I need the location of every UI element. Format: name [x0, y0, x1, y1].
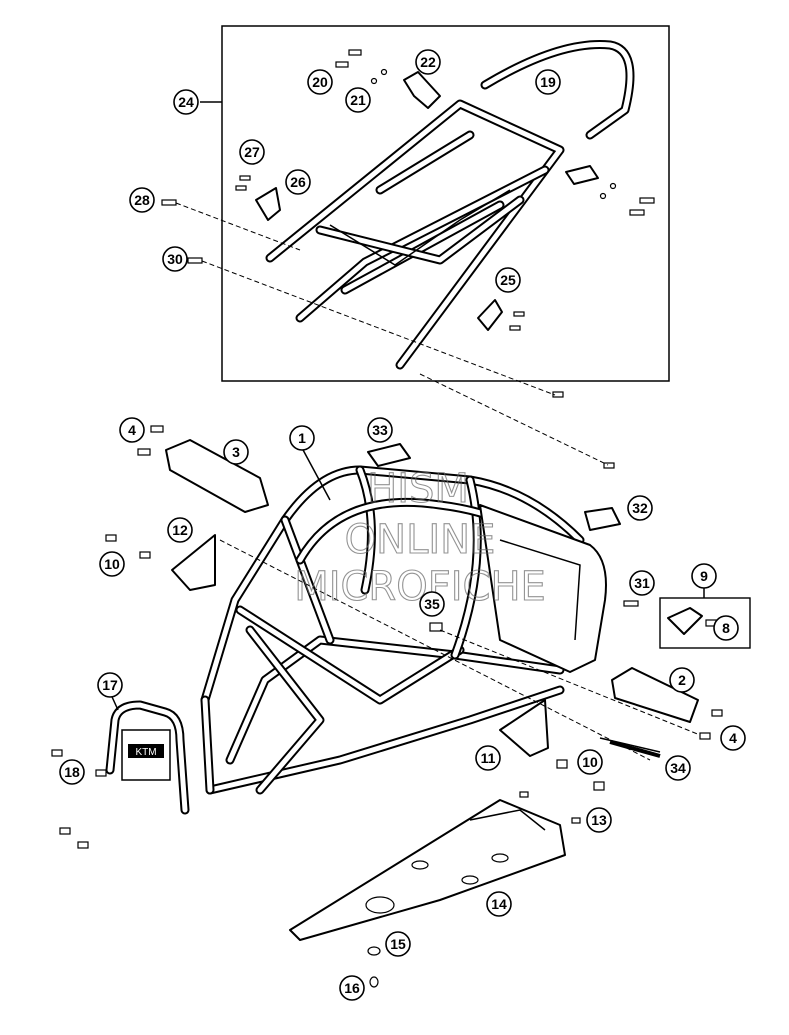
grab-handle [480, 40, 635, 140]
svg-text:17: 17 [102, 677, 118, 693]
callout-21: 21 [345, 87, 371, 113]
callout-35: 35 [419, 591, 445, 617]
watermark-line2: ONLINE [345, 517, 496, 563]
svg-text:22: 22 [420, 54, 436, 70]
bracket-22 [403, 71, 441, 109]
svg-text:9: 9 [700, 568, 708, 584]
callout-26: 26 [285, 169, 311, 195]
subframe-assembly-box [221, 25, 670, 382]
svg-text:20: 20 [312, 74, 328, 90]
callout-12: 12 [167, 517, 193, 543]
cover-33 [367, 443, 411, 467]
callout-30: 30 [162, 246, 188, 272]
callout-31: 31 [629, 570, 655, 596]
bracket-12 [171, 534, 216, 591]
latch-9 [667, 607, 703, 635]
svg-text:14: 14 [491, 896, 507, 912]
callout-10b: 10 [577, 749, 603, 775]
callout-25: 25 [495, 267, 521, 293]
callout-1: 1 [289, 425, 315, 451]
svg-text:8: 8 [722, 620, 730, 636]
svg-text:26: 26 [290, 174, 306, 190]
part-9-box [659, 597, 751, 649]
svg-text:34: 34 [670, 760, 686, 776]
watermark: HISM ONLINE MICROFICHE [294, 465, 547, 610]
callout-18: 18 [59, 759, 85, 785]
subframe-bolts [161, 49, 655, 469]
svg-text:10: 10 [104, 556, 120, 572]
callout-11: 11 [475, 745, 501, 771]
footrest-left [165, 439, 269, 513]
svg-text:10: 10 [582, 754, 598, 770]
callout-17: 17 [97, 672, 123, 698]
svg-text:16: 16 [344, 980, 360, 996]
svg-text:4: 4 [128, 422, 136, 438]
front-bumper: KTM [105, 700, 190, 815]
callout-32: 32 [627, 495, 653, 521]
svg-text:32: 32 [632, 500, 648, 516]
callout-22: 22 [415, 49, 441, 75]
svg-text:31: 31 [634, 575, 650, 591]
callout-16: 16 [339, 975, 365, 1001]
callout-2: 2 [669, 667, 695, 693]
callout-13: 13 [586, 807, 612, 833]
callout-24: 24 [173, 89, 199, 115]
svg-text:27: 27 [244, 144, 260, 160]
svg-text:4: 4 [729, 730, 737, 746]
svg-text:19: 19 [540, 74, 556, 90]
cover-32 [584, 507, 621, 531]
callout-27: 27 [239, 139, 265, 165]
callout-15: 15 [385, 931, 411, 957]
skid-plate [289, 799, 566, 941]
callout-9: 9 [691, 563, 717, 589]
footrest-right [611, 667, 699, 723]
svg-text:2: 2 [678, 672, 686, 688]
rear-subframe [265, 99, 565, 370]
svg-text:15: 15 [390, 936, 406, 952]
svg-text:3: 3 [232, 444, 240, 460]
callout-14: 14 [486, 891, 512, 917]
callout-33: 33 [367, 417, 393, 443]
callout-8: 8 [713, 615, 739, 641]
callout-3: 3 [223, 439, 249, 465]
svg-text:35: 35 [424, 596, 440, 612]
main-frame [200, 465, 607, 795]
grab-handle-clamp [565, 165, 599, 185]
bracket-11 [499, 699, 549, 757]
callout-4b: 4 [720, 725, 746, 751]
callout-28: 28 [129, 187, 155, 213]
callout-34: 34 [665, 755, 691, 781]
svg-text:18: 18 [64, 764, 80, 780]
callout-20: 20 [307, 69, 333, 95]
svg-text:12: 12 [172, 522, 188, 538]
callout-4: 4 [119, 417, 145, 443]
bumper-logo: KTM [135, 747, 156, 758]
svg-text:25: 25 [500, 272, 516, 288]
callout-19: 19 [535, 69, 561, 95]
svg-text:1: 1 [298, 430, 306, 446]
watermark-line1: HISM [367, 466, 469, 512]
svg-text:13: 13 [591, 812, 607, 828]
svg-text:30: 30 [167, 251, 183, 267]
svg-text:33: 33 [372, 422, 388, 438]
svg-text:24: 24 [178, 94, 194, 110]
frame-bolts [51, 425, 723, 988]
callout-10: 10 [99, 551, 125, 577]
bracket-25 [477, 299, 503, 331]
svg-text:28: 28 [134, 192, 150, 208]
svg-text:21: 21 [350, 92, 366, 108]
svg-text:11: 11 [481, 750, 496, 766]
bracket-26 [255, 187, 281, 221]
